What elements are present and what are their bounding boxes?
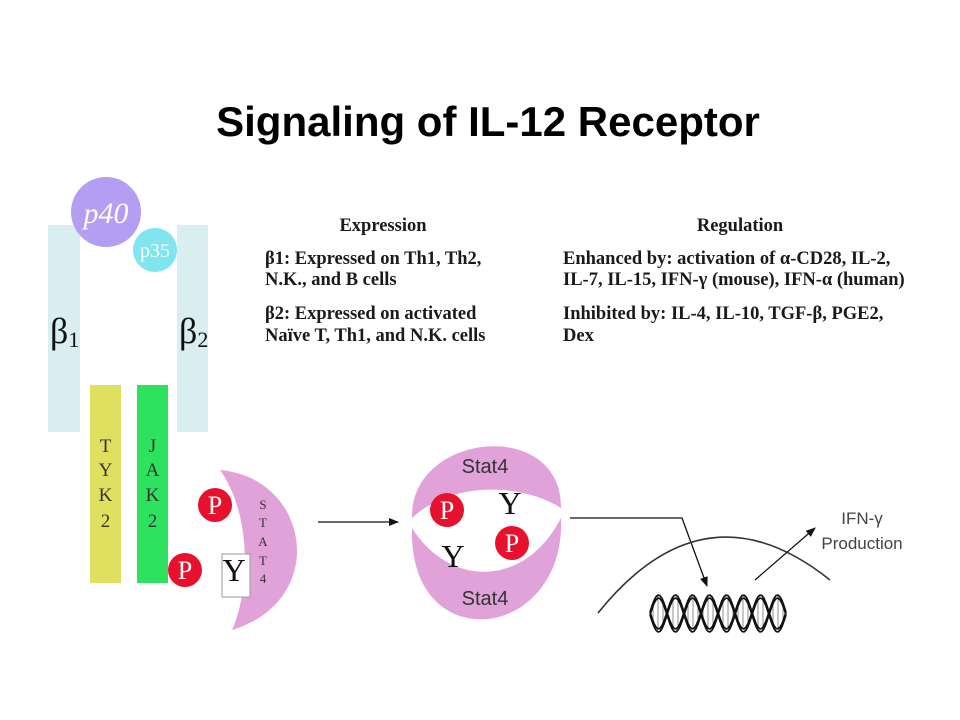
beta1-chain xyxy=(48,225,80,432)
stat4-lower-monomer xyxy=(411,518,562,620)
beta2-symbol: β xyxy=(179,311,197,351)
dna-helix xyxy=(649,594,787,633)
dna-strand xyxy=(649,594,787,630)
nuclear-membrane xyxy=(597,536,831,614)
expression-line: Naïve T, Th1, and N.K. cells xyxy=(265,326,486,346)
slide-title: Signaling of IL-12 Receptor xyxy=(216,98,760,145)
expression-line: N.K., and B cells xyxy=(265,270,397,290)
beta2-index: 2 xyxy=(197,327,208,352)
jak2-letter: J xyxy=(149,436,156,457)
stat4-lower-label: Stat4 xyxy=(462,588,509,610)
regulation-header: Regulation xyxy=(697,216,784,236)
beta2-label: β2 xyxy=(179,311,208,352)
tyk2-letter: T xyxy=(100,436,112,457)
beta1-symbol: β xyxy=(50,311,68,351)
stat4-letter: 4 xyxy=(260,571,267,586)
output-cytokine: IFN-γ xyxy=(841,509,883,528)
tyrosine-residue: Y xyxy=(441,538,464,574)
phosphate-circle xyxy=(495,526,529,560)
expression-line: β1: Expressed on Th1, Th2, xyxy=(265,249,481,269)
expression-panel: Expression β1: Expressed on Th1, Th2, N.… xyxy=(265,216,486,346)
beta1-label: β1 xyxy=(50,311,79,352)
beta1-index: 1 xyxy=(68,327,79,352)
regulation-line: IL-7, IL-15, IFN-γ (mouse), IFN-α (human… xyxy=(563,270,905,290)
expression-header: Expression xyxy=(339,216,427,236)
tyrosine-residue: Y xyxy=(222,552,245,588)
phosphate-circle xyxy=(430,493,464,527)
jak2-letter: 2 xyxy=(148,511,158,532)
regulation-panel: Regulation Enhanced by: activation of α-… xyxy=(563,216,905,346)
transcription-arrow xyxy=(754,527,816,581)
tyk2-letter: 2 xyxy=(101,511,111,532)
phosphate-label: P xyxy=(208,491,222,520)
p40-label: p40 xyxy=(82,197,129,230)
stat4-letter: A xyxy=(258,534,268,549)
phosphate-label: P xyxy=(440,496,454,525)
stat4-dimer: Stat4 Stat4 P Y P Y xyxy=(411,446,562,620)
p35-subunit xyxy=(133,228,177,272)
jak2-letter: A xyxy=(146,460,160,481)
tyk2-letter: Y xyxy=(99,460,113,481)
regulation-line: Inhibited by: IL-4, IL-10, TGF-β, PGE2, xyxy=(563,304,883,324)
il12-receptor: β1 β2 p40 p35 T Y K 2 J A K 2 S T A T 4 … xyxy=(48,177,298,630)
phosphate-label: P xyxy=(505,529,519,558)
tyk2-kinase xyxy=(90,385,121,583)
tyrosine-residue: Y xyxy=(498,485,521,521)
stat4-monomer xyxy=(220,470,298,630)
regulation-line: Enhanced by: activation of α-CD28, IL-2, xyxy=(563,249,890,269)
p40-subunit xyxy=(71,177,141,247)
regulation-line: Dex xyxy=(563,326,595,346)
phosphate-circle xyxy=(198,488,232,522)
stat4-upper-monomer xyxy=(411,446,562,518)
beta2-chain xyxy=(177,225,208,432)
dna-strand xyxy=(649,597,787,633)
stat4-letter: S xyxy=(259,497,266,512)
phosphate-label: P xyxy=(178,556,192,585)
stat4-letter: T xyxy=(259,515,267,530)
tyk2-letter: K xyxy=(99,485,113,506)
phosphate-circle xyxy=(168,553,202,587)
stat4-upper-label: Stat4 xyxy=(462,456,509,478)
output-label: Production xyxy=(821,534,902,553)
p35-label: p35 xyxy=(140,240,170,262)
jak2-letter: K xyxy=(146,485,160,506)
expression-line: β2: Expressed on activated xyxy=(265,304,477,324)
tyrosine-box xyxy=(221,553,251,598)
nuclear-translocation-arrow xyxy=(570,517,708,587)
stat4-letter: T xyxy=(259,553,267,568)
jak2-kinase xyxy=(137,385,168,583)
